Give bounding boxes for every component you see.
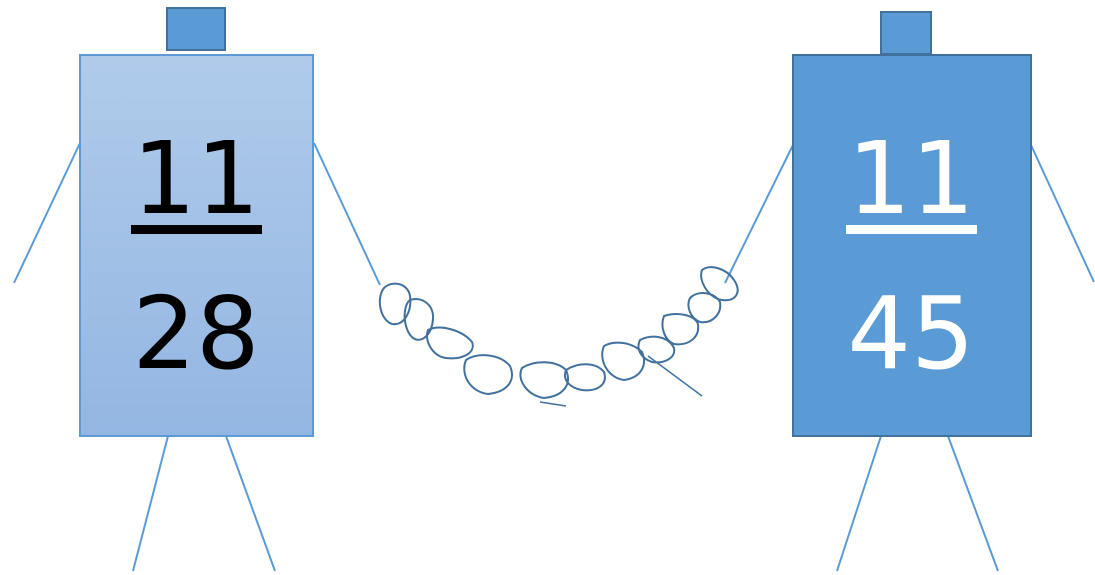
right-fraction-denominator: 45 [847,275,974,392]
chain-stray-line [647,355,703,397]
left-figure: 11 28 [13,7,381,572]
left-figure-right-arm [313,142,381,286]
chain-link [463,354,513,395]
chain-link [700,266,739,302]
right-figure-body [792,54,1032,437]
right-figure-left-leg [836,435,882,572]
right-fraction-bar [846,225,977,234]
chain-link [637,335,676,364]
left-figure-head [166,7,226,51]
left-fraction-denominator: 28 [132,275,259,392]
right-figure-left-arm [724,144,794,284]
chain-link [378,282,412,326]
chain [378,266,739,407]
chain-link [601,341,645,381]
chain-link [519,361,569,399]
chain-link [661,313,700,346]
chain-link [564,363,606,392]
chain-link [403,298,435,341]
left-figure-left-arm [13,142,81,284]
right-figure-right-leg [947,435,999,572]
chain-stray-line [539,401,567,407]
left-figure-body [79,54,314,437]
right-figure: 11 45 [724,11,1095,572]
chain-link [426,326,474,360]
left-fraction-bar [131,225,262,234]
right-figure-right-arm [1030,144,1095,283]
right-fraction-numerator: 11 [847,120,974,237]
left-figure-left-leg [132,435,169,572]
left-fraction-numerator: 11 [132,120,259,237]
left-figure-right-leg [225,435,276,572]
right-figure-head [880,11,932,55]
chain-link [687,292,722,324]
